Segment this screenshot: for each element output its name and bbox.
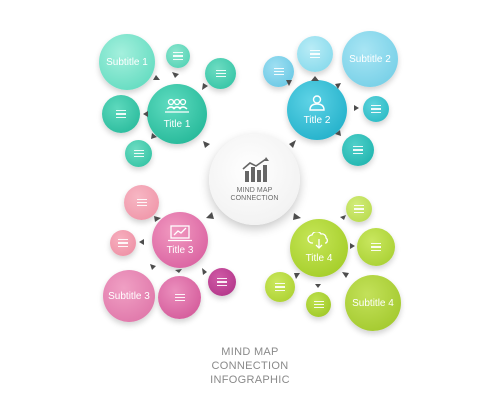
arrow-g1-to-node1b bbox=[202, 83, 208, 90]
node-2c bbox=[363, 96, 389, 122]
arrow-g2-to-node2c bbox=[354, 105, 359, 111]
title-2-label: Title 2 bbox=[303, 115, 331, 126]
node-3a bbox=[124, 185, 159, 220]
subtitle-3-circle: Subtitle 3 bbox=[103, 270, 155, 322]
center-label-line1: MIND MAP bbox=[236, 186, 273, 194]
node-3d bbox=[208, 268, 236, 296]
laptop-chart-icon bbox=[168, 224, 192, 241]
text-lines-icon bbox=[354, 205, 364, 213]
text-lines-icon bbox=[174, 293, 185, 302]
title-1-circle: Title 1 bbox=[147, 84, 207, 144]
arrow-center-to-title4 bbox=[293, 213, 301, 220]
text-lines-icon bbox=[353, 146, 363, 154]
bar-chart-trend-icon bbox=[241, 156, 269, 182]
people-group-icon bbox=[165, 98, 189, 113]
node-2b bbox=[263, 56, 294, 87]
subtitle-4-circle: Subtitle 4 bbox=[345, 275, 401, 331]
subtitle-3-label: Subtitle 3 bbox=[108, 290, 150, 302]
node-4b bbox=[357, 228, 395, 266]
subtitle-1-circle: Subtitle 1 bbox=[99, 34, 155, 90]
arrow-g4-to-node4a bbox=[340, 215, 346, 220]
text-lines-icon bbox=[273, 67, 284, 76]
node-1c bbox=[102, 95, 140, 133]
text-lines-icon bbox=[371, 243, 381, 251]
infographic-caption: MIND MAP CONNECTION INFOGRAPHIC bbox=[150, 345, 350, 387]
user-icon bbox=[309, 95, 325, 111]
node-4c bbox=[265, 272, 295, 302]
subtitle-2-circle: Subtitle 2 bbox=[342, 31, 398, 87]
node-1b bbox=[205, 58, 236, 89]
center-label-line2: CONNECTION bbox=[230, 194, 279, 202]
arrow-g4-to-subtitle4 bbox=[342, 272, 349, 278]
center-node: MIND MAP CONNECTION bbox=[209, 134, 300, 225]
node-4a bbox=[346, 196, 372, 222]
text-lines-icon bbox=[116, 110, 126, 118]
caption-line3: INFOGRAPHIC bbox=[210, 374, 290, 386]
arrow-g3-to-node3b bbox=[139, 239, 144, 245]
node-3c bbox=[158, 276, 201, 319]
node-2a bbox=[297, 36, 333, 72]
arrow-g4-to-node4c bbox=[294, 273, 300, 279]
caption-line2: CONNECTION bbox=[211, 360, 289, 372]
arrow-center-to-title2 bbox=[289, 140, 296, 148]
arrow-center-to-title1 bbox=[203, 141, 210, 148]
text-lines-icon bbox=[371, 105, 381, 113]
arrow-center-to-title3 bbox=[206, 212, 214, 219]
node-1d bbox=[125, 140, 152, 167]
arrow-g4-to-node4d bbox=[315, 284, 321, 288]
caption-line1: MIND MAP bbox=[221, 346, 279, 358]
arrow-g1-to-subtitle1 bbox=[153, 75, 160, 80]
text-lines-icon bbox=[217, 278, 227, 286]
text-lines-icon bbox=[136, 198, 147, 207]
subtitle-2-label: Subtitle 2 bbox=[349, 53, 391, 65]
node-3b bbox=[110, 230, 136, 256]
subtitle-1-label: Subtitle 1 bbox=[106, 56, 148, 68]
title-4-circle: Title 4 bbox=[290, 219, 348, 277]
title-1-label: Title 1 bbox=[163, 119, 191, 130]
cloud-download-icon bbox=[307, 232, 328, 249]
text-lines-icon bbox=[310, 50, 320, 58]
arrow-g3-to-subtitle3 bbox=[150, 264, 156, 270]
node-4d bbox=[306, 292, 331, 317]
title-3-label: Title 3 bbox=[166, 244, 194, 256]
subtitle-4-label: Subtitle 4 bbox=[352, 297, 394, 309]
center-label: MIND MAP CONNECTION bbox=[230, 187, 278, 203]
text-lines-icon bbox=[275, 283, 285, 291]
text-lines-icon bbox=[173, 52, 183, 60]
text-lines-icon bbox=[313, 300, 324, 309]
title-4-label: Title 4 bbox=[305, 253, 333, 264]
arrow-g1-to-node1a bbox=[172, 72, 179, 78]
arrow-g3-to-node3d bbox=[202, 268, 207, 275]
node-2d bbox=[342, 134, 374, 166]
arrow-g3-to-node3c bbox=[175, 269, 182, 273]
title-2-circle: Title 2 bbox=[287, 80, 347, 140]
node-1a bbox=[166, 44, 190, 68]
text-lines-icon bbox=[133, 149, 144, 158]
text-lines-icon bbox=[215, 69, 226, 78]
title-3-circle: Title 3 bbox=[152, 212, 208, 268]
arrow-g4-to-node4b bbox=[350, 243, 355, 249]
text-lines-icon bbox=[118, 239, 128, 247]
